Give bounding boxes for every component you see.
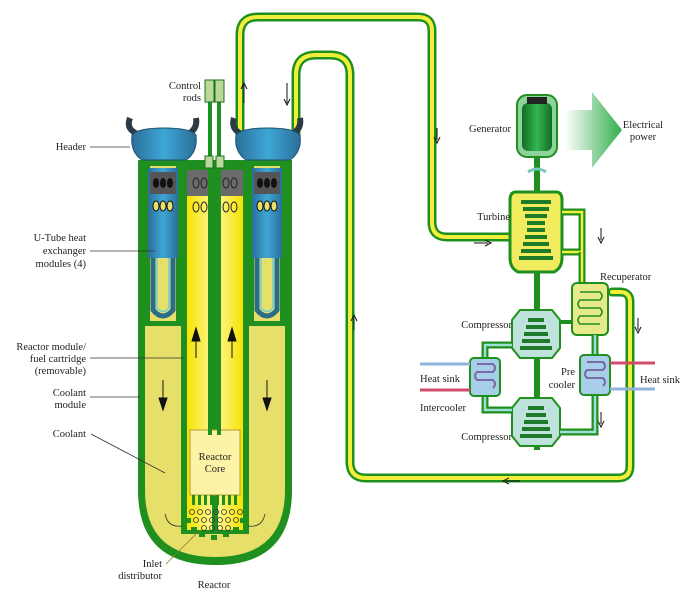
label-reactor-module-3: (removable) [35, 366, 87, 377]
cold-leg-pipe [291, 50, 635, 483]
label-control-rods-1: Control [169, 81, 201, 92]
label-header: Header [56, 142, 87, 153]
label-intercooler: Intercooler [420, 403, 467, 414]
compressor-loops [481, 320, 599, 436]
label-precooler-2: cooler [549, 380, 576, 391]
label-recuperator: Recuperator [600, 272, 652, 283]
label-electrical-power-1: Electrical [623, 120, 663, 131]
reactor-core [189, 429, 241, 505]
label-reactor-module-2: fuel cartridge [30, 354, 87, 365]
label-inlet-distributor-2: distributor [118, 571, 162, 582]
recuperator [571, 282, 609, 336]
hot-leg-pipe [235, 12, 520, 242]
electrical-power-arrow [565, 92, 622, 168]
generator [516, 94, 558, 174]
label-heat-sink-left: Heat sink [420, 374, 461, 385]
header-left [125, 116, 200, 161]
precooler [579, 354, 655, 396]
label-coolant: Coolant [53, 429, 86, 440]
flow-arrows [240, 81, 642, 485]
label-reactor-module-1: Reactor module/ [16, 342, 86, 353]
inlet-distributor [164, 509, 266, 540]
header-right [230, 117, 304, 161]
label-u-tube-3: modules (4) [36, 259, 87, 270]
label-turbine: Turbine [477, 212, 510, 223]
label-reactor-core-2: Core [205, 464, 226, 475]
compressor-bottom [511, 397, 561, 447]
u-tube-heat-exchanger-left [145, 166, 181, 326]
coolant-flow-arrows [158, 326, 272, 412]
label-electrical-power-2: power [630, 132, 657, 143]
label-coolant-module-1: Coolant [53, 388, 86, 399]
shaft [534, 150, 540, 450]
intercooler [420, 357, 501, 397]
label-control-rods-2: rods [183, 93, 201, 104]
u-tube-heat-exchanger-right [249, 166, 285, 326]
label-inlet-distributor-1: Inlet [143, 559, 162, 570]
label-compressor-top: Compressor [461, 320, 512, 331]
label-reactor-core-1: Reactor [199, 452, 232, 463]
label-u-tube-1: U-Tube heat [34, 233, 86, 244]
labels: Control rods Header U-Tube heat exchange… [16, 81, 680, 591]
turbine [508, 190, 586, 283]
control-rods [204, 79, 225, 435]
compressor-top [511, 309, 561, 359]
label-reactor: Reactor [198, 580, 231, 591]
label-u-tube-2: exchanger [43, 246, 87, 257]
label-precooler-1: Pre [561, 367, 575, 378]
label-coolant-module-2: module [55, 400, 87, 411]
label-generator: Generator [469, 124, 511, 135]
label-heat-sink-right: Heat sink [640, 375, 681, 386]
label-compressor-bottom: Compressor [461, 432, 512, 443]
